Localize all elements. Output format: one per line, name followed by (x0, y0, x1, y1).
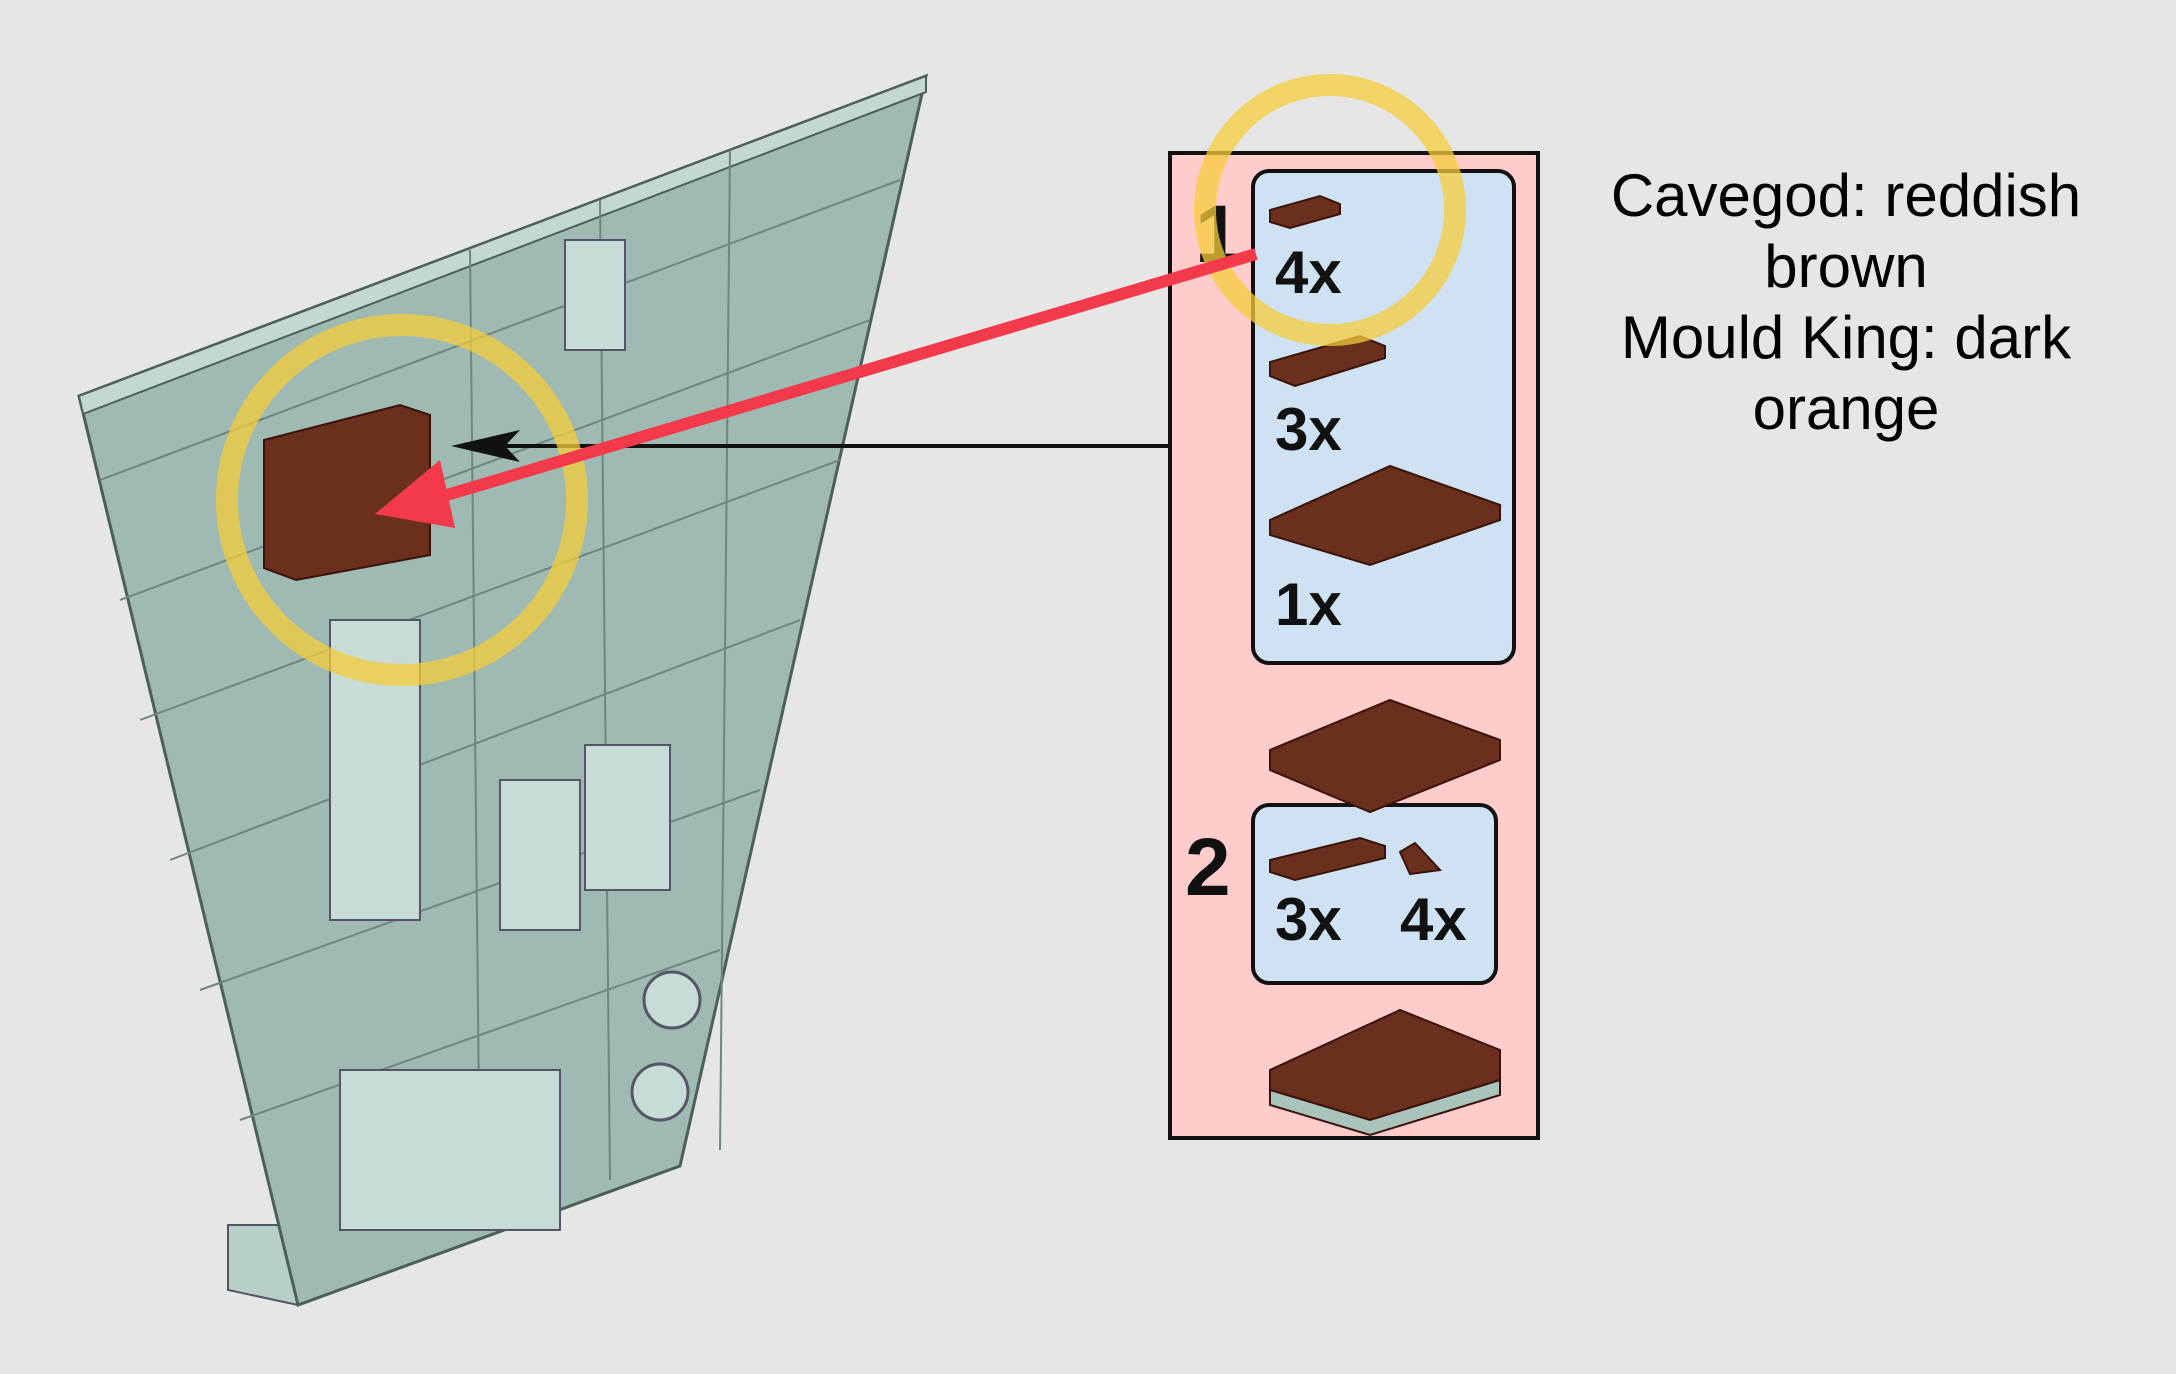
note-line: Mould King: dark (1620, 304, 2072, 371)
part-quantity: 4x (1275, 239, 1342, 306)
note-line: orange (1752, 375, 1940, 442)
wall-model (77, 73, 929, 1307)
color-note: Cavegod: reddish brown Mould King: dark … (1560, 160, 2132, 444)
highlight-circle-wall (216, 314, 588, 686)
part-quantity: 3x (1275, 886, 1342, 953)
part-plate-4x6 (1269, 464, 1501, 567)
installed-brick (263, 403, 431, 582)
note-line: Cavegod: reddish (1610, 162, 2082, 229)
step1-result (1269, 698, 1501, 814)
part-tile-1x2 (1269, 194, 1341, 230)
part-quantity: 4x (1400, 886, 1467, 953)
part-quantity: 3x (1275, 396, 1342, 463)
note-line: brown (1764, 233, 1928, 300)
step2-number: 2 (1185, 822, 1231, 913)
part-tile-1x4 (1269, 836, 1386, 882)
part-slope (1398, 841, 1443, 876)
highlight-circle-part (1194, 74, 1466, 346)
red-arrow (375, 248, 1258, 528)
part-quantity: 1x (1275, 571, 1342, 638)
